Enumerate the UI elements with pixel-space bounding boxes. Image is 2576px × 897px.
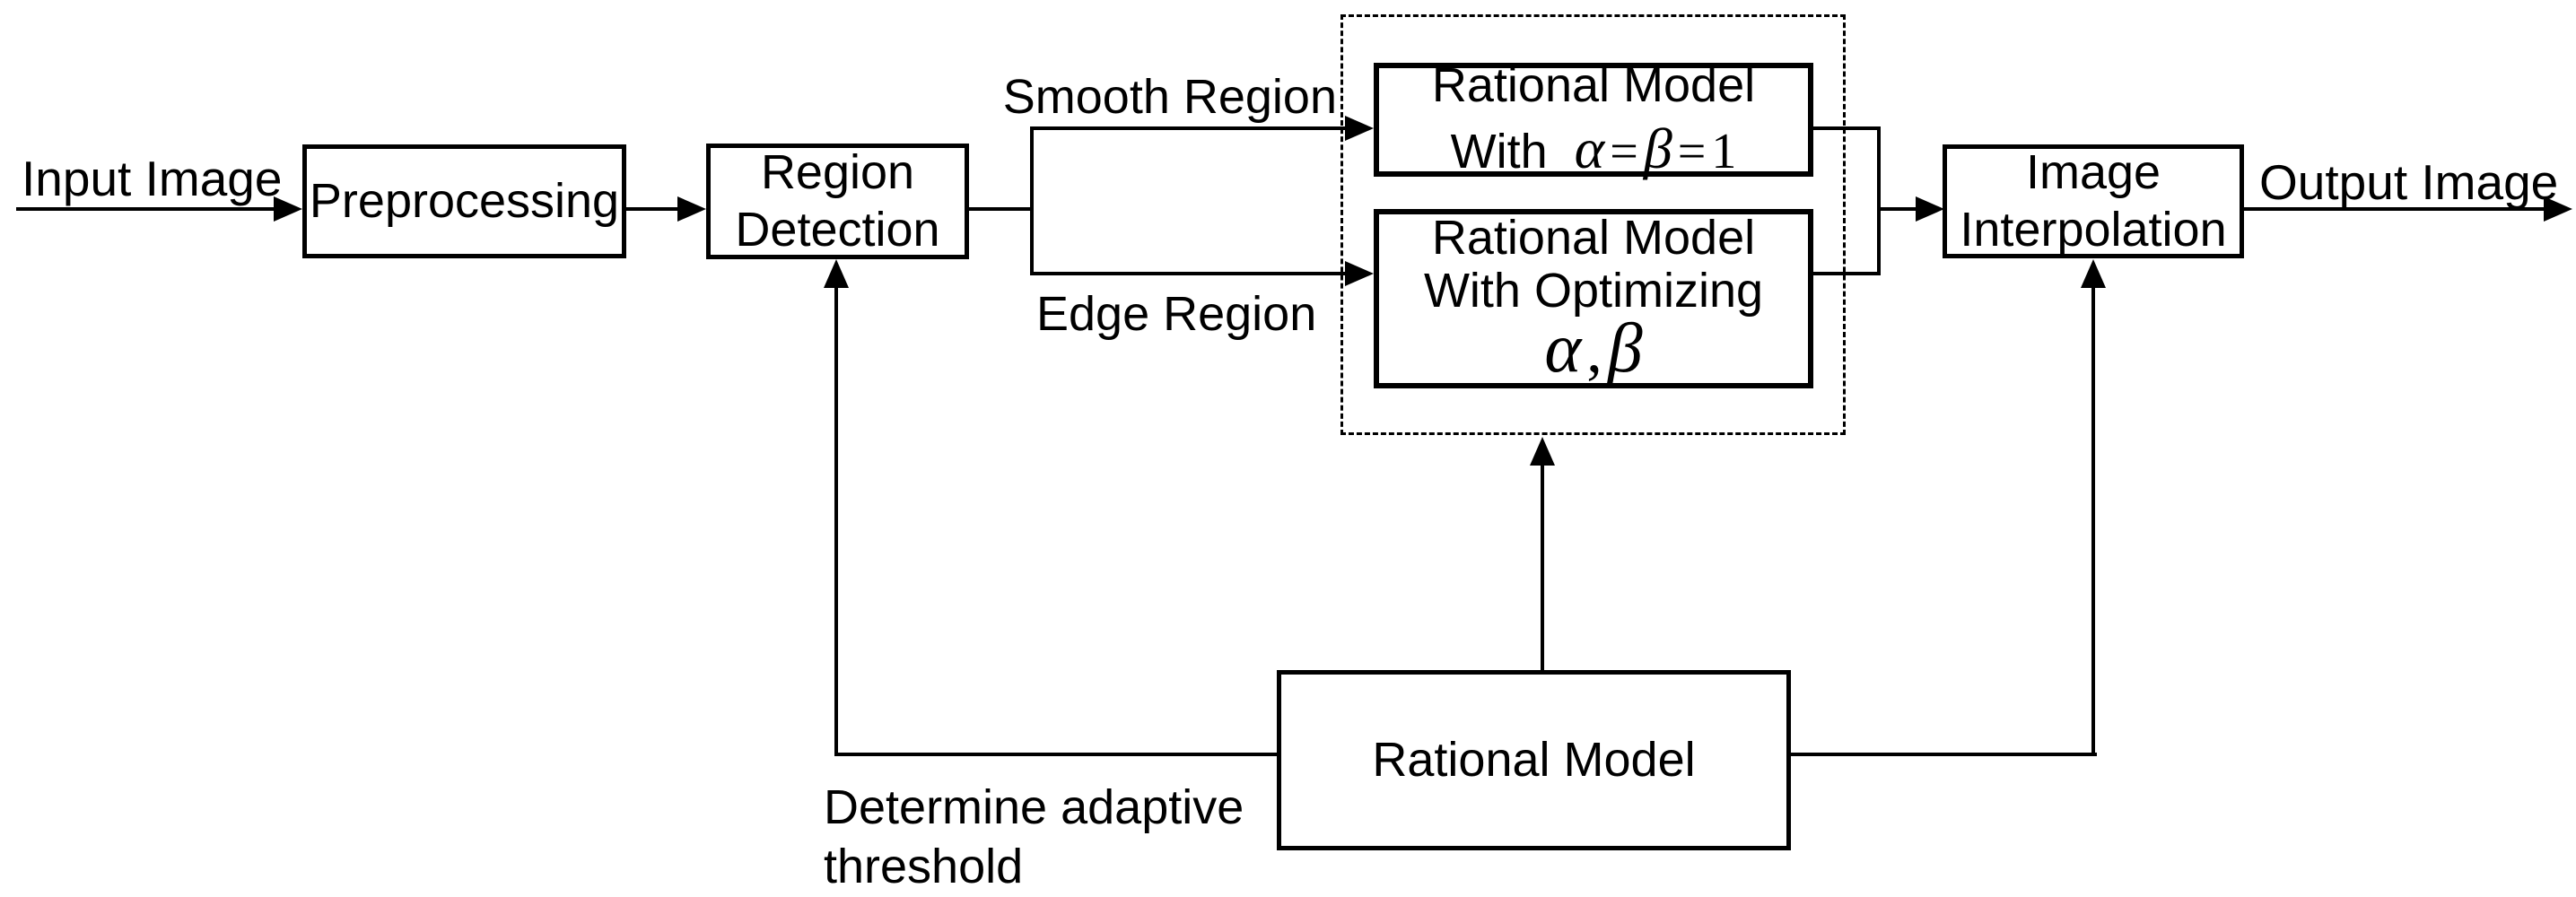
merge-to-interpolation-arrowhead bbox=[1916, 196, 1944, 222]
rational-model-smooth-line1: Rational Model bbox=[1431, 57, 1756, 112]
comma: , bbox=[1586, 316, 1602, 386]
with-word: With bbox=[1450, 124, 1548, 179]
rational-model-to-group-line bbox=[1541, 459, 1544, 672]
feedback-left-horizontal-line bbox=[834, 753, 1277, 756]
rational-model-smooth-box: Rational Model With α = β = 1 bbox=[1374, 58, 1813, 180]
smooth-branch-line bbox=[1030, 126, 1345, 130]
rational-model-label: Rational Model bbox=[1372, 732, 1696, 787]
determine-threshold-line1: Determine adaptive bbox=[824, 780, 1244, 834]
input-arrow-line bbox=[16, 207, 274, 211]
preprocessing-to-region-line bbox=[626, 207, 677, 211]
rational-model-box: Rational Model bbox=[1277, 670, 1791, 850]
image-interpolation-line1: Image bbox=[2025, 144, 2161, 199]
image-interpolation-box: Image Interpolation bbox=[1943, 144, 2244, 258]
merge-bracket-line bbox=[1877, 126, 1881, 275]
fork-vertical-line bbox=[1030, 126, 1034, 275]
output-arrowhead bbox=[2544, 196, 2572, 222]
edge-model-exit-line bbox=[1813, 272, 1881, 275]
rational-models-group-frame bbox=[1340, 14, 1846, 435]
output-arrow-line bbox=[2244, 207, 2544, 211]
feedback-to-interpolation-arrowhead bbox=[2081, 259, 2106, 288]
rational-model-edge-box: Rational Model With Optimizing α , β bbox=[1374, 209, 1813, 388]
equals-sign: = bbox=[1610, 123, 1638, 179]
preprocessing-to-region-arrowhead bbox=[677, 196, 706, 222]
merge-to-interpolation-line bbox=[1877, 207, 1916, 211]
feedback-left-vertical-line bbox=[834, 282, 838, 756]
smooth-branch-arrowhead bbox=[1345, 116, 1374, 141]
edge-region-label: Edge Region bbox=[1036, 287, 1317, 341]
rational-model-to-group-arrowhead bbox=[1530, 437, 1555, 466]
feedback-right-vertical-line bbox=[2091, 282, 2095, 756]
smooth-model-exit-line bbox=[1813, 126, 1881, 130]
preprocessing-box: Preprocessing bbox=[302, 144, 626, 258]
rational-model-edge-line3: α , β bbox=[1544, 309, 1642, 387]
input-arrowhead bbox=[274, 196, 302, 222]
beta-symbol: β bbox=[1643, 116, 1672, 180]
region-detection-box: Region Detection bbox=[706, 144, 969, 259]
rational-model-edge-line1: Rational Model bbox=[1431, 210, 1756, 265]
alpha-symbol: α bbox=[1574, 116, 1605, 180]
feedback-to-region-arrowhead bbox=[824, 259, 849, 288]
determine-threshold-line2: threshold bbox=[824, 839, 1024, 893]
beta-symbol: β bbox=[1607, 308, 1643, 387]
region-detection-line2: Detection bbox=[735, 202, 940, 257]
input-image-label: Input Image bbox=[22, 151, 283, 206]
preprocessing-label: Preprocessing bbox=[309, 173, 620, 228]
one-numeral: 1 bbox=[1711, 123, 1737, 179]
rational-model-smooth-line2: With α = β = 1 bbox=[1451, 115, 1737, 183]
alpha-symbol: α bbox=[1544, 308, 1582, 387]
region-detection-line1: Region bbox=[760, 144, 915, 199]
edge-branch-line bbox=[1030, 272, 1345, 275]
rational-model-edge-line2: With Optimizing bbox=[1423, 264, 1764, 318]
equals-sign: = bbox=[1677, 123, 1707, 179]
output-image-label: Output Image bbox=[2259, 154, 2559, 210]
edge-branch-arrowhead bbox=[1345, 261, 1374, 286]
image-interpolation-line2: Interpolation bbox=[1960, 202, 2227, 257]
smooth-region-label: Smooth Region bbox=[1002, 70, 1337, 124]
determine-threshold-label: Determine adaptive threshold bbox=[824, 779, 1244, 897]
region-to-fork-line bbox=[969, 207, 1034, 211]
feedback-right-horizontal-line bbox=[1791, 753, 2097, 756]
